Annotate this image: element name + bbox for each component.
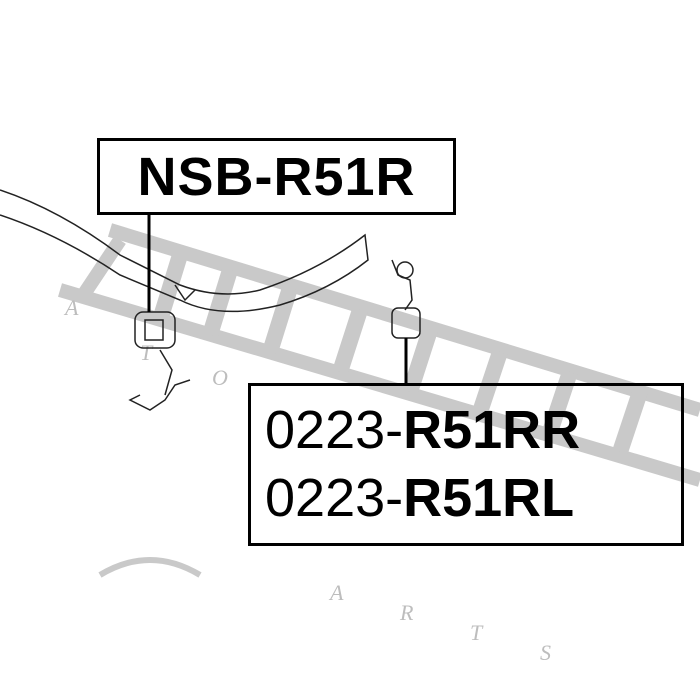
- link-part-number-left: 0223-R51RL: [265, 464, 681, 532]
- svg-text:S: S: [540, 640, 551, 665]
- bushing-drawing: [128, 311, 191, 411]
- part-prefix: 0223-: [265, 400, 404, 460]
- svg-text:T: T: [470, 620, 484, 645]
- stabilizer-link-drawing: [391, 259, 421, 339]
- bushing-part-number-label: NSB-R51R: [97, 138, 456, 215]
- svg-text:T: T: [140, 340, 154, 365]
- leader-lines: [147, 214, 408, 384]
- svg-text:R: R: [399, 600, 414, 625]
- stabilizer-bar: [0, 189, 369, 313]
- part-suffix: R51RR: [403, 400, 581, 460]
- svg-text:A: A: [63, 295, 79, 320]
- svg-text:A: A: [328, 580, 344, 605]
- autoparts-watermark-letters: A T O A R T S: [63, 295, 551, 665]
- link-part-numbers-label: 0223-R51RR 0223-R51RL: [248, 383, 684, 546]
- febest-watermark: [58, 223, 700, 578]
- part-suffix: R51RL: [403, 468, 575, 528]
- link-part-number-right: 0223-R51RR: [265, 396, 681, 464]
- svg-text:O: O: [212, 365, 228, 390]
- part-prefix: 0223-: [265, 468, 404, 528]
